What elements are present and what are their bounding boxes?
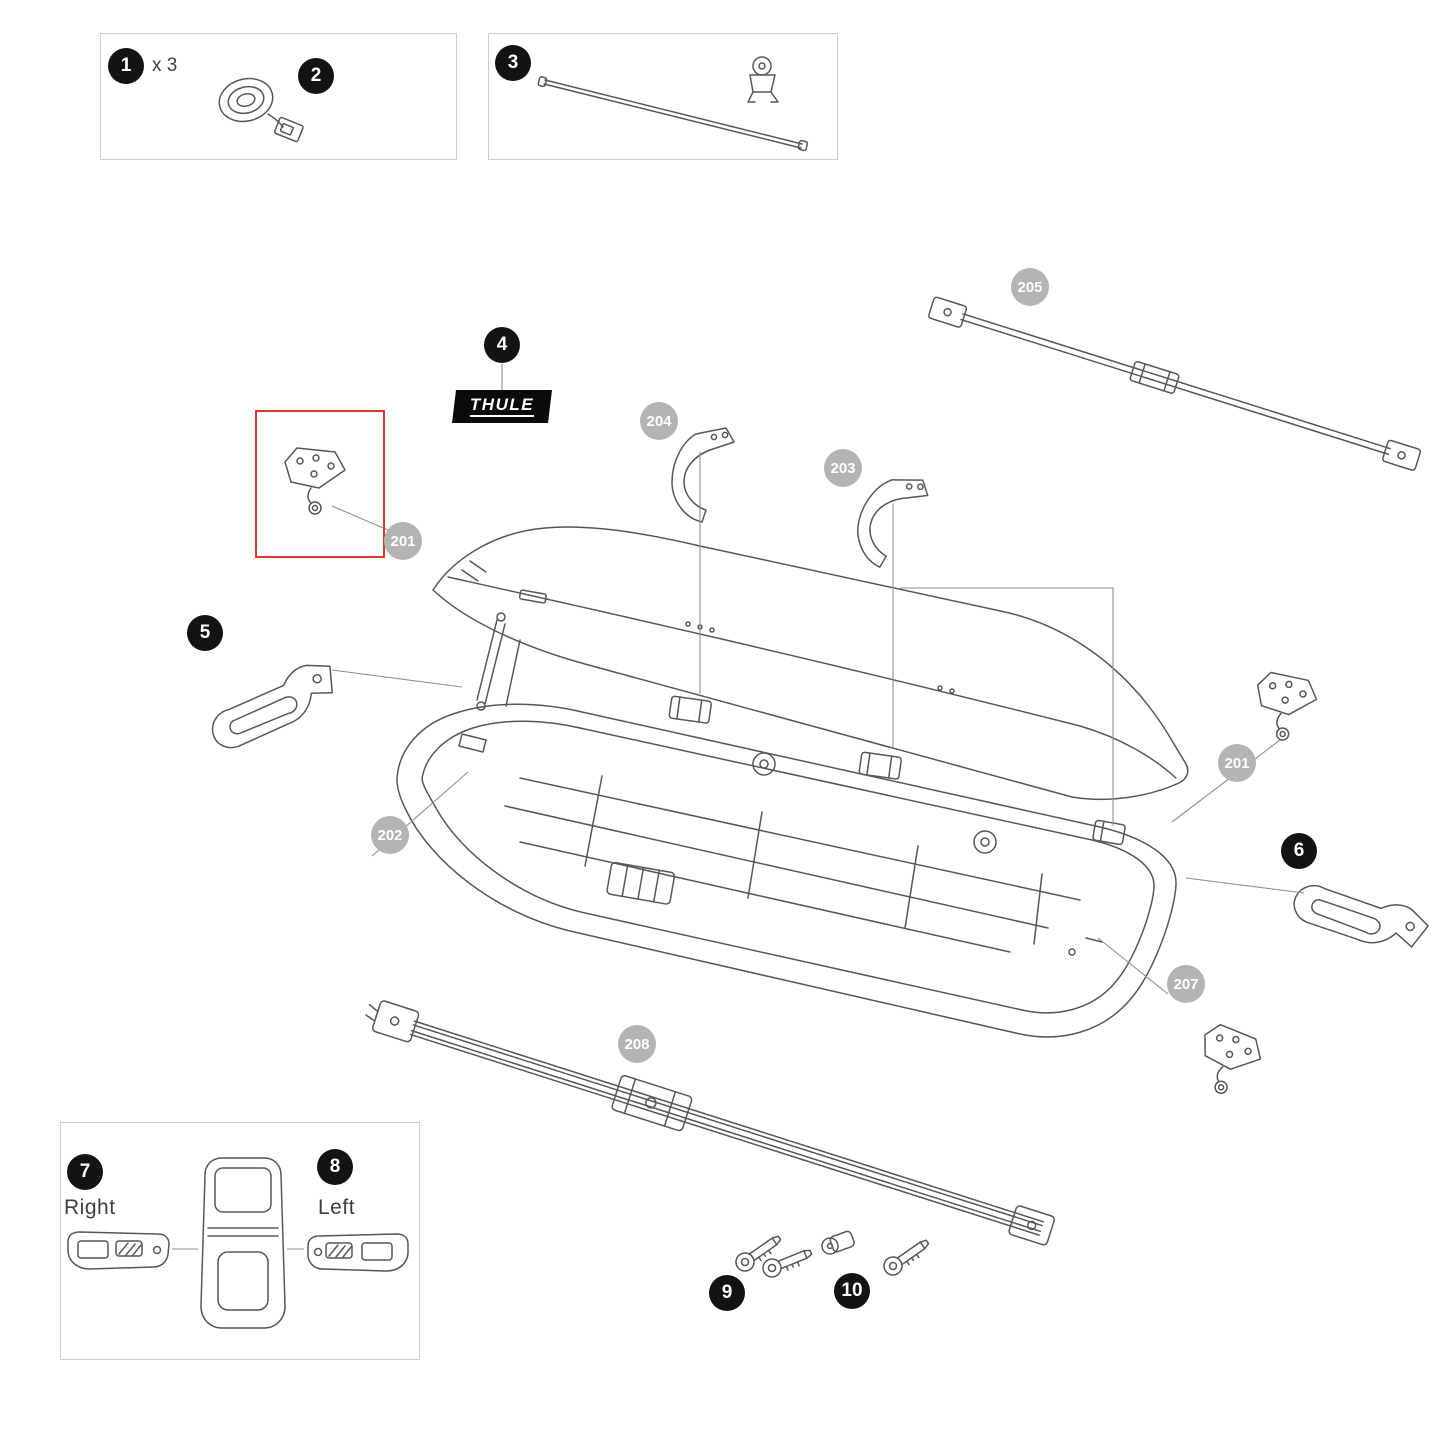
lever-5-drawing bbox=[200, 657, 346, 754]
part-number-201-left[interactable]: 201 bbox=[384, 522, 422, 560]
callout-2[interactable]: 2 bbox=[298, 58, 334, 94]
lever-6-drawing bbox=[1287, 861, 1433, 971]
callout-10[interactable]: 10 bbox=[834, 1273, 870, 1309]
bracket-201-right-drawing bbox=[1251, 670, 1320, 744]
part-number-203[interactable]: 203 bbox=[824, 449, 862, 487]
callout-1[interactable]: 1 bbox=[108, 48, 144, 84]
roofbox-lid-drawing bbox=[432, 526, 1189, 801]
rear-light-right-drawing bbox=[67, 1231, 170, 1270]
selected-part-highlight[interactable] bbox=[255, 410, 385, 558]
thule-logo: THULE bbox=[452, 390, 552, 423]
left-side-label: Left bbox=[318, 1196, 356, 1219]
right-side-label: Right bbox=[64, 1196, 116, 1219]
part-number-207[interactable]: 207 bbox=[1167, 965, 1205, 1003]
center-cover-drawing bbox=[200, 1157, 286, 1329]
hook-204-drawing bbox=[671, 427, 735, 523]
callout-8[interactable]: 8 bbox=[317, 1149, 353, 1185]
side-rail-205-drawing bbox=[928, 296, 1422, 471]
wingbar-208-drawing bbox=[365, 1000, 1056, 1246]
rear-light-left-drawing bbox=[307, 1233, 409, 1272]
callout-7[interactable]: 7 bbox=[67, 1154, 103, 1190]
parts-group-box-straps bbox=[100, 33, 457, 160]
tension-rod-drawing bbox=[537, 56, 809, 152]
thule-logo-underline bbox=[470, 415, 534, 417]
callout-9[interactable]: 9 bbox=[709, 1275, 745, 1311]
parts-group-box-rod bbox=[488, 33, 838, 160]
thule-logo-text: THULE bbox=[469, 395, 535, 414]
callout-3[interactable]: 3 bbox=[495, 45, 531, 81]
lock-10-drawing bbox=[821, 1230, 934, 1280]
clamp-tool-drawing bbox=[747, 56, 779, 103]
callout-5[interactable]: 5 bbox=[187, 615, 223, 651]
hook-203-drawing bbox=[849, 468, 932, 575]
callout-6[interactable]: 6 bbox=[1281, 833, 1317, 869]
part-number-202[interactable]: 202 bbox=[371, 816, 409, 854]
strap-quantity-label: x 3 bbox=[152, 55, 178, 76]
parts-group-box-lights bbox=[60, 1122, 420, 1360]
part-number-204[interactable]: 204 bbox=[640, 402, 678, 440]
part-number-201-right[interactable]: 201 bbox=[1218, 744, 1256, 782]
roofbox-base-drawing bbox=[396, 612, 1177, 1038]
part-number-208[interactable]: 208 bbox=[618, 1025, 656, 1063]
part-number-205[interactable]: 205 bbox=[1011, 268, 1049, 306]
callout-4[interactable]: 4 bbox=[484, 327, 520, 363]
bracket-207-drawing bbox=[1189, 1020, 1268, 1103]
strap-drawing bbox=[218, 77, 304, 143]
keys-9-drawing bbox=[731, 1229, 816, 1281]
